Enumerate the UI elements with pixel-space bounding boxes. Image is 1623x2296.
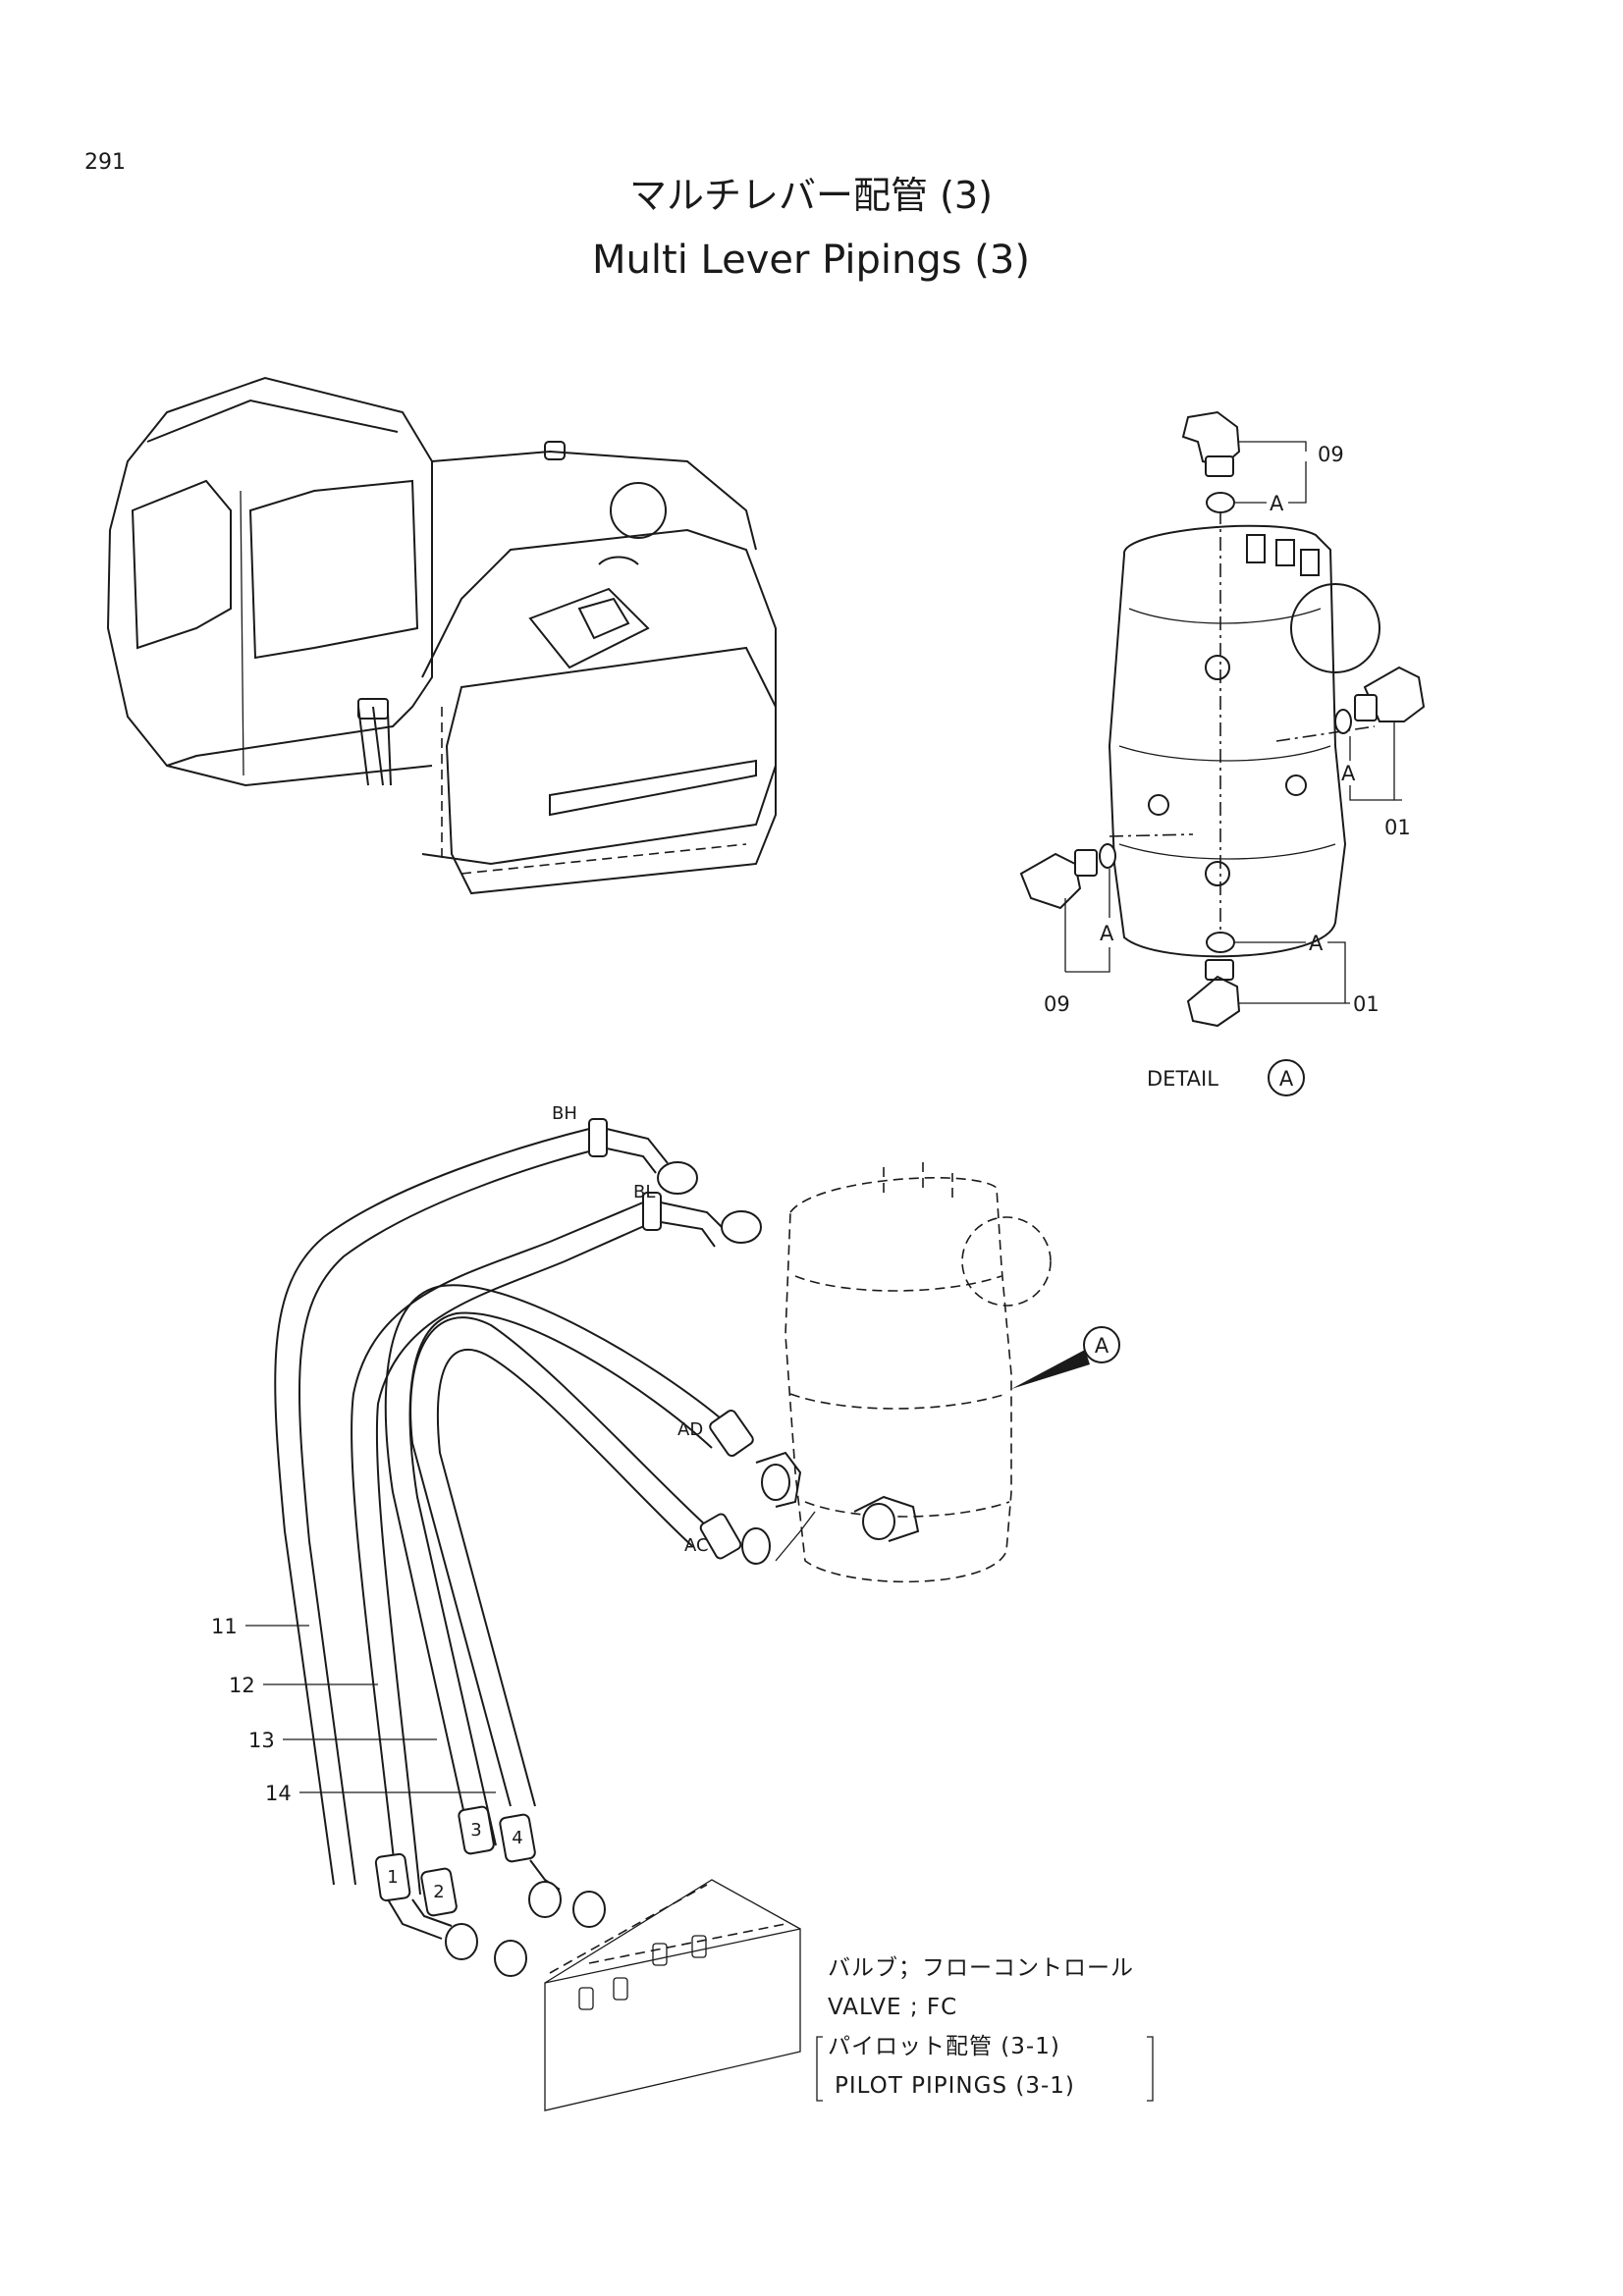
excavator-overview-illustration bbox=[106, 376, 777, 895]
detail-a-illustration: 09 A A 01 A 01 A 09 DETAIL A bbox=[1019, 410, 1426, 1096]
part-callout-12: 12 bbox=[229, 1674, 255, 1697]
detail-callout-mid-01: 01 bbox=[1384, 816, 1411, 839]
detail-ref-a-top: A bbox=[1270, 492, 1284, 515]
hose-end-1: 1 bbox=[387, 1867, 398, 1888]
detail-callout-bottom-01: 01 bbox=[1353, 992, 1380, 1016]
detail-caption: DETAIL bbox=[1147, 1067, 1218, 1091]
note-line-2: VALVE ; FC bbox=[828, 1995, 957, 2020]
page-number: 291 bbox=[84, 150, 126, 175]
port-label-ad: AD bbox=[677, 1419, 703, 1440]
port-label-bl: BL bbox=[633, 1182, 655, 1202]
port-label-bh: BH bbox=[552, 1103, 577, 1124]
note-line-3: パイロット配管 (3-1) bbox=[828, 2034, 1060, 2059]
title-english: Multi Lever Pipings (3) bbox=[592, 238, 1030, 283]
hose-end-3: 3 bbox=[470, 1820, 481, 1841]
detail-ref-a-left: A bbox=[1100, 922, 1114, 945]
part-callout-14: 14 bbox=[265, 1782, 292, 1805]
detail-caption-marker: A bbox=[1279, 1067, 1294, 1091]
detail-callout-bottom-09: 09 bbox=[1044, 992, 1070, 1016]
detail-ref-a-bottom: A bbox=[1309, 932, 1324, 955]
note-bracket-left bbox=[816, 2036, 823, 2102]
hose-end-4: 4 bbox=[512, 1828, 522, 1848]
part-callout-11: 11 bbox=[211, 1615, 238, 1638]
note-bracket-right bbox=[1147, 2036, 1154, 2102]
flow-control-note: バルブ；フローコントロール VALVE ; FC パイロット配管 (3-1) P… bbox=[816, 1955, 1154, 2102]
title-japanese: マルチレバー配管 (3) bbox=[629, 174, 993, 217]
main-piping-illustration: A BH BL AD AC 11 12 13 14 1 2 3 4 bbox=[211, 1103, 1120, 2111]
note-line-1: バルブ；フローコントロール bbox=[828, 1955, 1134, 1981]
note-line-4: PILOT PIPINGS (3-1) bbox=[835, 2073, 1075, 2099]
detail-ref-a-mid: A bbox=[1341, 762, 1356, 785]
port-label-ac: AC bbox=[684, 1535, 709, 1556]
part-callout-13: 13 bbox=[248, 1729, 275, 1752]
hose-end-2: 2 bbox=[433, 1882, 444, 1902]
main-marker-a: A bbox=[1095, 1334, 1109, 1358]
detail-callout-top-09: 09 bbox=[1318, 443, 1344, 466]
